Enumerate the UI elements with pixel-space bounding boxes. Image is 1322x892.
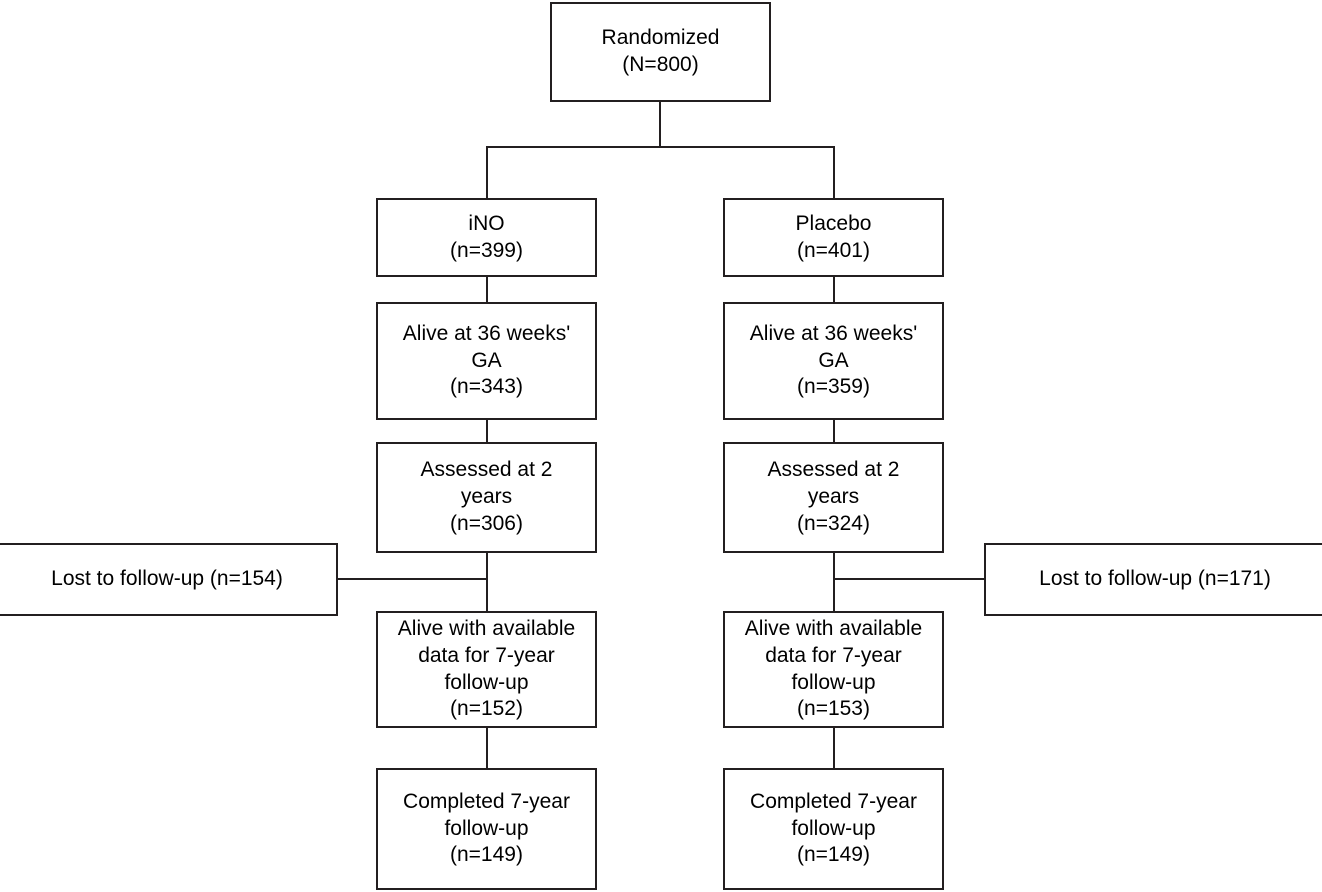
connector-placebo-alive36-to-assessed2y <box>833 420 835 442</box>
connector-placebo-assessed2y-to-alive7y <box>833 553 835 611</box>
node-placebo-alive-7-year-data[interactable]: Alive with available data for 7-year fol… <box>723 611 944 728</box>
connector-split-to-ino <box>486 146 488 198</box>
connector-ino-alive7y-to-completed7y <box>486 728 488 768</box>
connector-split-horizontal <box>486 146 835 148</box>
node-placebo-arm[interactable]: Placebo (n=401) <box>723 198 944 277</box>
node-ino-arm[interactable]: iNO (n=399) <box>376 198 597 277</box>
connector-split-to-placebo <box>833 146 835 198</box>
node-placebo-lost-to-followup[interactable]: Lost to follow-up (n=171) <box>984 543 1322 616</box>
connector-placebo-arm-to-alive36 <box>833 277 835 302</box>
connector-placebo-alive7y-to-completed7y <box>833 728 835 768</box>
node-placebo-completed-7-year-followup[interactable]: Completed 7-year follow-up (n=149) <box>723 768 944 890</box>
connector-ino-arm-to-alive36 <box>486 277 488 302</box>
node-placebo-assessed-2-years[interactable]: Assessed at 2 years (n=324) <box>723 442 944 553</box>
connector-ino-assessed2y-to-alive7y <box>486 553 488 611</box>
connector-ino-alive36-to-assessed2y <box>486 420 488 442</box>
node-ino-lost-to-followup[interactable]: Lost to follow-up (n=154) <box>0 543 338 616</box>
node-randomized[interactable]: Randomized (N=800) <box>550 2 771 102</box>
connector-placebo-lost-branch <box>833 578 984 580</box>
node-ino-alive-36-weeks[interactable]: Alive at 36 weeks' GA (n=343) <box>376 302 597 420</box>
node-ino-alive-7-year-data[interactable]: Alive with available data for 7-year fol… <box>376 611 597 728</box>
node-placebo-alive-36-weeks[interactable]: Alive at 36 weeks' GA (n=359) <box>723 302 944 420</box>
node-ino-assessed-2-years[interactable]: Assessed at 2 years (n=306) <box>376 442 597 553</box>
connector-randomized-to-split <box>659 102 661 147</box>
node-ino-completed-7-year-followup[interactable]: Completed 7-year follow-up (n=149) <box>376 768 597 890</box>
connector-ino-lost-branch <box>338 578 487 580</box>
